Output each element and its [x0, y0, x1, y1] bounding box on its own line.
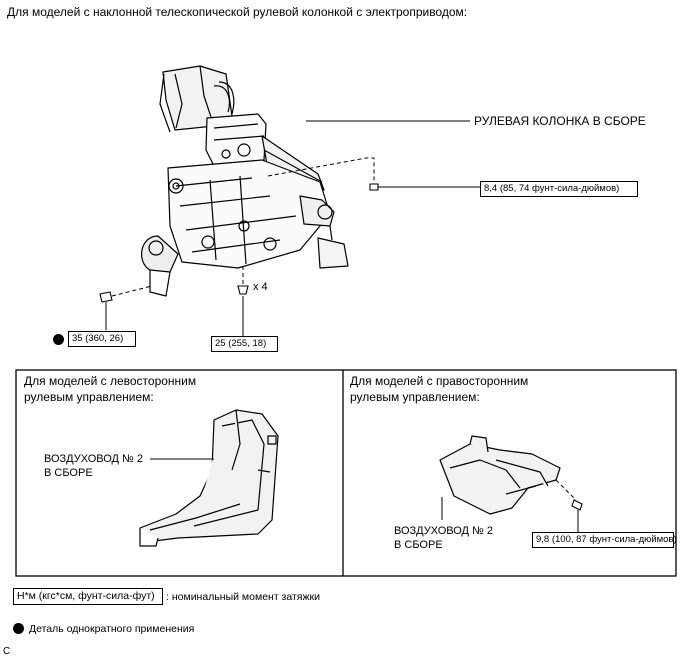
page-title: Для моделей с наклонной телескопической … — [7, 5, 468, 19]
torque-spec-left-text: 35 (360, 26) — [72, 333, 124, 344]
panels-frame — [15, 369, 677, 577]
torque-spec-center-text: 25 (255, 18) — [215, 338, 267, 349]
lhd-title-line2: рулевым управлением: — [24, 390, 154, 404]
rhd-part-line1: ВОЗДУХОВОД № 2 — [394, 525, 494, 537]
torque-spec-center: 25 (255, 18) — [211, 336, 278, 352]
torque-spec-right: 8,4 (85, 74 фунт-сила-дюймов) — [480, 181, 638, 197]
lhd-part-line2: В СБОРЕ — [44, 467, 93, 479]
legend-torque-unit: Н*м (кгс*см, фунт-сила-фут) — [13, 588, 163, 605]
figure-code: C — [3, 646, 11, 657]
single-use-icon — [53, 334, 64, 345]
torque-spec-left: 35 (360, 26) — [68, 331, 136, 347]
torque-spec-rhd-text: 9,8 (100, 87 фунт-сила-дюймов) — [536, 534, 677, 545]
steering-column-drawing — [141, 65, 349, 297]
lhd-part-line1: ВОЗДУХОВОД № 2 — [44, 453, 144, 465]
rhd-duct-drawing — [439, 435, 561, 515]
lhd-duct-drawing — [139, 409, 279, 547]
quantity-label: x 4 — [253, 281, 268, 293]
torque-spec-rhd: 9,8 (100, 87 фунт-сила-дюймов) — [532, 532, 677, 548]
torque-spec-right-text: 8,4 (85, 74 фунт-сила-дюймов) — [484, 183, 620, 194]
rhd-title-line1: Для моделей с правосторонним — [350, 374, 529, 388]
rhd-title-line2: рулевым управлением: — [350, 390, 480, 404]
rhd-part-line2: В СБОРЕ — [394, 539, 443, 551]
legend-single-use-icon — [13, 623, 24, 634]
steering-column-label: РУЛЕВАЯ КОЛОНКА В СБОРЕ — [474, 114, 646, 128]
lhd-title-line1: Для моделей с левосторонним — [24, 374, 197, 388]
legend-single-use-text: Деталь однократного применения — [29, 623, 195, 635]
legend-torque-desc: : номинальный момент затяжки — [166, 591, 320, 603]
legend-torque-unit-text: Н*м (кгс*см, фунт-сила-фут) — [17, 590, 155, 602]
